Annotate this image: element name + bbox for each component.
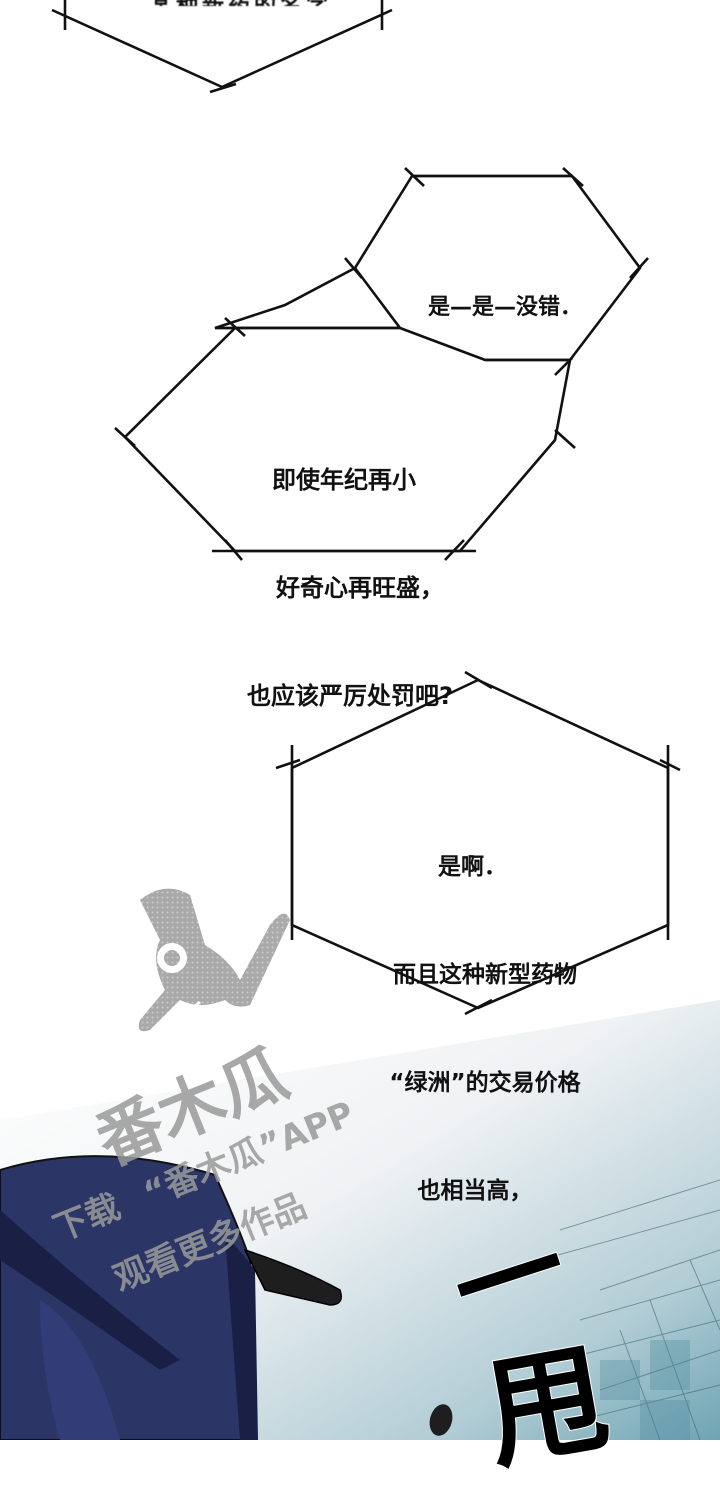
top-bubble-text-fragment: 某种新药的名字 [150, 0, 350, 6]
bubble-line: 即使年纪再小 [272, 466, 416, 494]
watermark-logo [138, 888, 290, 1032]
bubble-2-outline [114, 317, 576, 561]
speech-bubble-1-text: 是—是—没错． [415, 253, 595, 363]
bubble-line: “绿洲”的交易价格 [389, 1070, 581, 1096]
bubble-line: 是—是—没错． [427, 295, 582, 320]
bubble-line: 是啊． [438, 854, 507, 880]
bubble-line: 也应该严厉处罚吧? [247, 682, 453, 710]
bubble-line: 好奇心再旺盛， [276, 574, 444, 602]
speech-bubble-3-text: 是啊． 而且这种新型药物 “绿洲”的交易价格 也相当高， [350, 777, 620, 1281]
speech-bubble-2-text: 即使年纪再小 好奇心再旺盛， 也应该严厉处罚吧? [210, 390, 490, 786]
bubble-line: 也相当高， [417, 1178, 533, 1204]
bubble-3-outline [275, 670, 681, 1016]
bubble-0-outline [51, 0, 393, 94]
bubble-outlines [0, 0, 720, 1440]
figure-jacket [0, 1155, 453, 1440]
bubble-line: 而且这种新型药物 [393, 962, 577, 988]
